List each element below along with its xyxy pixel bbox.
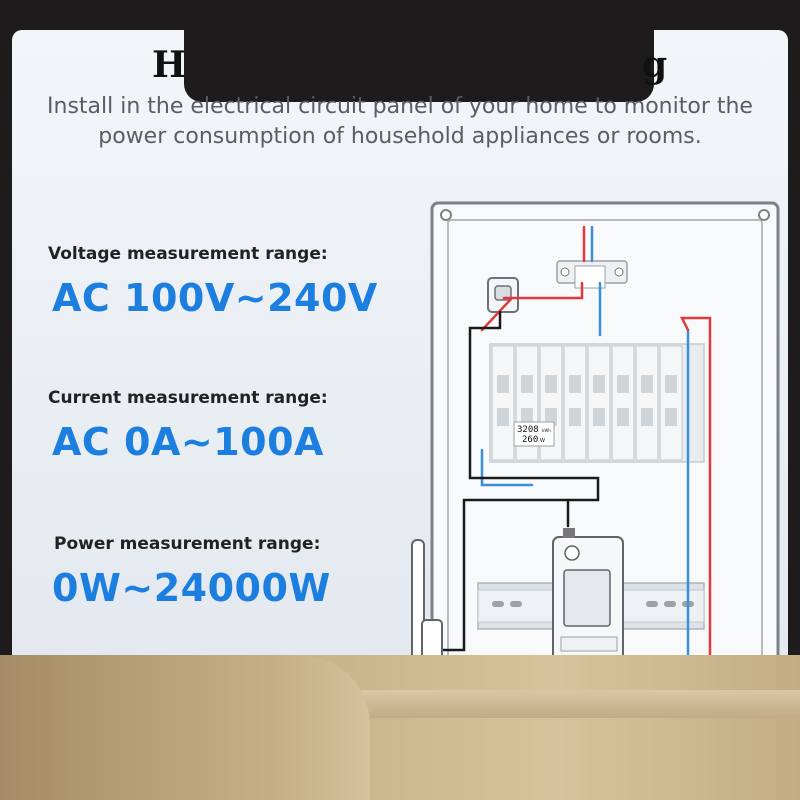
power-label: Power measurement range: [54, 534, 321, 554]
wiring [436, 225, 712, 702]
title-fragment-left: H [152, 44, 187, 86]
subtitle: Install in the electrical circuit panel … [12, 92, 788, 152]
display-energy: 3208 [517, 425, 539, 435]
bottom-tab [0, 655, 370, 800]
antenna-icon [411, 539, 443, 671]
title-fragment-right: g [642, 44, 668, 86]
breaker-array: 3208 kWh 260 W [489, 343, 705, 463]
subtitle-line-2: power consumption of household appliance… [98, 124, 702, 149]
power-value: 0W~24000W [52, 566, 331, 610]
power-meter-module [552, 528, 624, 666]
current-label: Current measurement range: [48, 388, 328, 408]
display-energy-unit: kWh [542, 428, 551, 433]
current-value: AC 0A~100A [52, 420, 324, 464]
band-strip [350, 690, 800, 718]
product-card: H g Install in the electrical circuit pa… [12, 30, 788, 800]
display-power-unit: W [540, 438, 545, 444]
ct-clamp-icon [487, 277, 519, 313]
subtitle-line-1: Install in the electrical circuit panel … [47, 94, 753, 119]
voltage-label: Voltage measurement range: [48, 244, 328, 264]
display-power: 260 [522, 435, 538, 445]
title-notch [184, 30, 654, 102]
voltage-value: AC 100V~240V [52, 276, 378, 320]
panel-diagram: 3208 kWh 260 W [411, 201, 780, 800]
